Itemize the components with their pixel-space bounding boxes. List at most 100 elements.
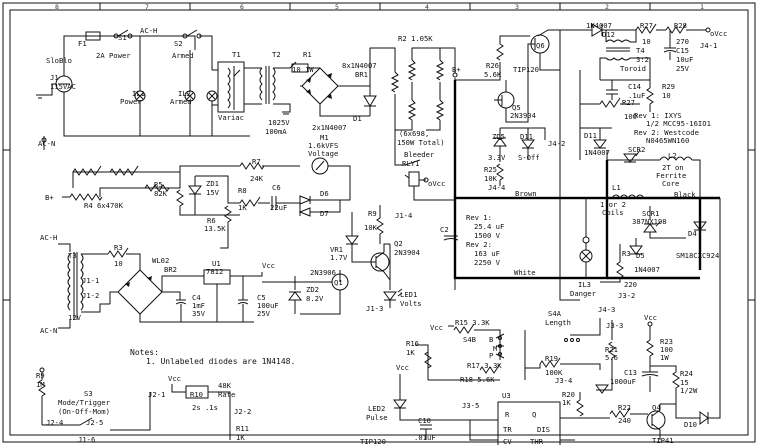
j3-3-label: J3-3 bbox=[606, 321, 623, 330]
s3-sub: Mode/Trigger bbox=[58, 398, 111, 407]
r10-label: R10 bbox=[190, 390, 203, 399]
j1-6-label: J1-6 bbox=[78, 435, 95, 444]
r11-sub: 1K bbox=[236, 433, 245, 442]
sm18-label: SM18CXC924 bbox=[676, 251, 719, 260]
q5-sub: 2N3904 bbox=[510, 111, 536, 120]
led1-label: LED1 bbox=[400, 290, 417, 299]
j4-2-label: J4-2 bbox=[548, 139, 565, 148]
m1-sub1: 1.6kVFS bbox=[308, 141, 338, 150]
j4-3-label: J4-3 bbox=[598, 305, 615, 314]
timer-section: R15 3.3K Vcc S4A Length J4-3 S4B B M P R… bbox=[360, 305, 623, 445]
r23-sub2: 1W bbox=[660, 353, 669, 362]
u1-label: U1 bbox=[212, 259, 221, 268]
d10-label: D10 bbox=[684, 420, 697, 429]
j2-4-label: J2-4 bbox=[46, 418, 63, 427]
q2-label: Q2 bbox=[394, 239, 403, 248]
wl02-label: WL02 bbox=[152, 256, 169, 265]
d11-label: D11 bbox=[520, 132, 533, 141]
j1-sub: 115VAC bbox=[50, 82, 76, 91]
t2-label: T2 bbox=[272, 50, 281, 59]
l2-sub3: Core bbox=[662, 179, 679, 188]
meter-section: R7 24K M1 1.6kVFS Voltage R5 82K ZD1 15V… bbox=[45, 133, 351, 249]
ac-h-top-label: AC-H bbox=[140, 26, 157, 35]
u3-r: R bbox=[505, 410, 510, 419]
voltage-indicator-section: R9 10K J1-4 VR1 1.7V Q2 2N3904 2N3906 Q1… bbox=[262, 205, 422, 315]
12v-label: 12V bbox=[68, 313, 82, 322]
q6-label: Q6 bbox=[536, 41, 545, 50]
j1-3-label: J1-3 bbox=[366, 304, 383, 313]
c4-label: C4 bbox=[192, 293, 201, 302]
b-plus-meter-label: B+ bbox=[45, 193, 54, 202]
rev2-v1: 163 uF bbox=[474, 249, 500, 258]
tc-vcc-label: oVcc bbox=[710, 29, 727, 38]
s2-sub: Armed bbox=[172, 51, 194, 60]
c4-sub2: 35V bbox=[192, 309, 206, 318]
r10-val1: 48K bbox=[218, 381, 232, 390]
l2-sub1: 2T on bbox=[662, 163, 684, 172]
trig-r9-label: R9 bbox=[36, 371, 45, 380]
r1-label: R1 bbox=[303, 50, 312, 59]
scr1-label: SCR1 bbox=[642, 209, 659, 218]
r7-label: R7 bbox=[252, 157, 261, 166]
j1-2-label: J1-2 bbox=[82, 291, 99, 300]
bleeder-label: Bleeder bbox=[404, 150, 435, 159]
r29-label: R29 bbox=[662, 82, 675, 91]
r19-sub: 100K bbox=[545, 368, 563, 377]
q1-label: Q1 bbox=[334, 278, 343, 287]
s4b-label: S4B bbox=[463, 335, 476, 344]
u3-dis: DIS bbox=[537, 425, 550, 434]
d5-label: D5 bbox=[636, 251, 645, 260]
c14-sub: .1uF bbox=[628, 91, 645, 100]
c5-label: C5 bbox=[257, 293, 266, 302]
r2-sub2: 150W Total) bbox=[397, 138, 445, 147]
b-plus-label: B+ bbox=[452, 65, 461, 74]
tip120-bottom: TIP120 bbox=[360, 437, 386, 445]
d11b-sub: 1N4007 bbox=[584, 148, 610, 157]
brown-wire-label: Brown bbox=[515, 189, 537, 198]
j3-4-label: J3-4 bbox=[555, 376, 572, 385]
driver-vcc: Vcc bbox=[644, 313, 657, 322]
rev1-scr-label: Rev 1: IXYS bbox=[634, 111, 682, 120]
trig-r9-sub: 1M bbox=[36, 380, 45, 389]
r5-label: R5 bbox=[154, 180, 163, 189]
d1-label: D1 bbox=[353, 114, 362, 123]
il3-label: IL3 bbox=[578, 280, 591, 289]
s2-label: S2 bbox=[174, 39, 183, 48]
r4-label: R4 6x470K bbox=[84, 201, 124, 210]
c6-label: C6 bbox=[272, 183, 281, 192]
t4-sub: 3:2 bbox=[636, 55, 649, 64]
r26-label: R26 bbox=[486, 61, 499, 70]
r8-label: R8 bbox=[238, 186, 247, 195]
r1-sub: 10 1W bbox=[292, 65, 314, 74]
border-col-7: 7 bbox=[145, 3, 149, 11]
u3-tr: TR bbox=[503, 425, 512, 434]
r10-range: 2s .1s bbox=[192, 403, 218, 412]
r15-label: R15 3.3K bbox=[455, 318, 490, 327]
c15-sub: 10uF bbox=[676, 55, 693, 64]
j4-4-label: J4-4 bbox=[488, 183, 505, 192]
tip120-top: TIP120 bbox=[513, 65, 539, 74]
led2-sub: Pulse bbox=[366, 413, 388, 422]
led1-sub: Volts bbox=[400, 299, 422, 308]
r20-sub: 1K bbox=[562, 398, 571, 407]
l1-sub2: Coils bbox=[602, 208, 624, 217]
cap-bank-section: C2 Rev 1: 25.4 uF 1500 V Rev 2: 163 uF 2… bbox=[440, 80, 720, 280]
rev2-scr-label: Rev 2: Westcode bbox=[634, 128, 699, 137]
tip41-label: TIP41 bbox=[652, 436, 674, 445]
supply-vcc-label: Vcc bbox=[262, 261, 275, 270]
c15-label: C15 bbox=[676, 46, 689, 55]
220-label: 220 bbox=[624, 280, 637, 289]
f1-label: F1 bbox=[78, 39, 87, 48]
notes-item-1: 1. Unlabeled diodes are 1N4148. bbox=[146, 357, 295, 366]
s1-label: S1 bbox=[118, 33, 127, 42]
r3b-label: R3 bbox=[622, 249, 631, 258]
il2-label: IL2 bbox=[178, 89, 191, 98]
c14-label: C14 bbox=[628, 82, 641, 91]
trig-vcc-label: Vcc bbox=[168, 374, 181, 383]
rev1-v2: 1500 V bbox=[474, 231, 501, 240]
discharge-section: R26 5.6K Q6 TIP120 Q5 2N3904 ZD5 3.3V D1… bbox=[455, 29, 580, 192]
rev1-scr-sub: 1/2 MCC95-16IO1 bbox=[646, 119, 711, 128]
c2-label: C2 bbox=[440, 225, 449, 234]
rev1-label: Rev 1: bbox=[466, 213, 492, 222]
